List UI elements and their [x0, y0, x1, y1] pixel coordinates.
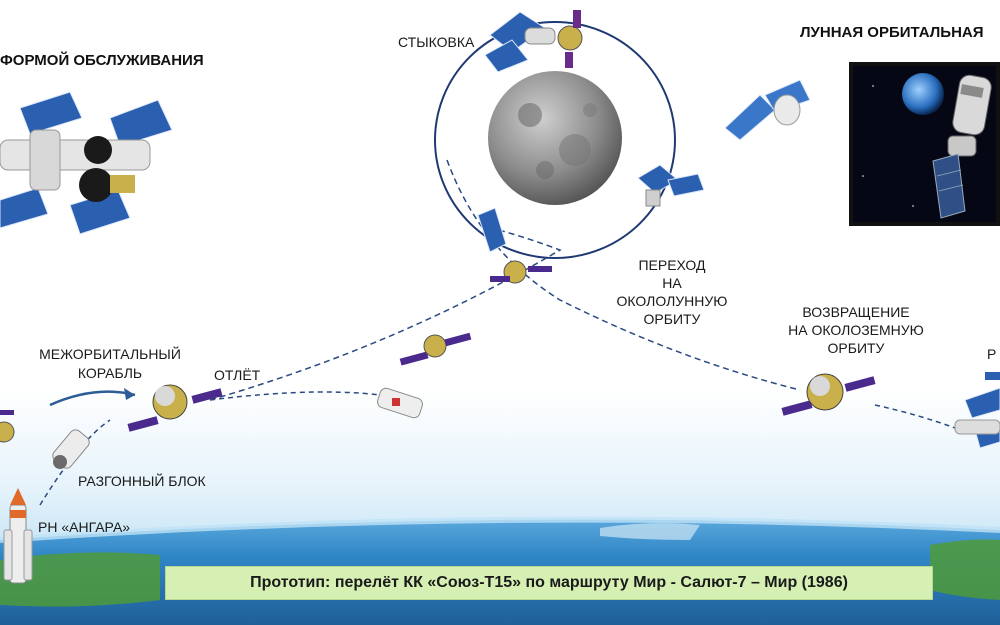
interorbital-line-2: КОРАБЛЬ: [77, 365, 143, 381]
separated-module: [377, 387, 423, 419]
interorbital-line-1: МЕЖОРБИТАЛЬНЫЙ: [39, 346, 181, 362]
service-platform-label: ФОРМОЙ ОБСЛУЖИВАНИЯ: [0, 52, 204, 69]
moon: [488, 71, 622, 205]
departure-trajectory: [209, 224, 562, 401]
angara-rocket-label: РН «АНГАРА»: [38, 519, 131, 535]
transfer-spacecraft: [477, 207, 552, 284]
docking-label: СТЫКОВКА: [398, 34, 475, 50]
interorbital-ship-mid: [399, 332, 472, 366]
lunar-station-photo: [849, 62, 1000, 226]
earth-orbit-station-partial: [954, 372, 1000, 449]
return-line-1: ВОЗВРАЩЕНИЕ: [802, 304, 910, 320]
return-trajectory: [446, 159, 801, 391]
transfer-line-3: ОКОЛОЛУННУЮ: [616, 293, 728, 309]
lunar-station-module: [724, 79, 811, 141]
interorbital-ship-departure: [127, 384, 223, 432]
interorbital-ship-return: [781, 373, 876, 416]
lunar-orbit: [434, 21, 676, 259]
angara-rocket: [3, 488, 33, 584]
return-line-3: ОРБИТУ: [827, 340, 885, 356]
transfer-line-2: НА: [662, 275, 682, 291]
return-line-2: НА ОКОЛОЗЕМНУЮ: [788, 322, 924, 338]
docking-spacecraft: [484, 10, 583, 73]
orbiting-spacecraft: [637, 164, 705, 207]
service-platform-station: [0, 91, 173, 235]
partial-right-label: Р: [987, 346, 997, 362]
transfer-line-4: ОРБИТУ: [643, 311, 701, 327]
lunar-station-label: ЛУННАЯ ОРБИТАЛЬНАЯ: [800, 24, 984, 41]
upper-stage-label: РАЗГОННЫЙ БЛОК: [78, 473, 206, 489]
upper-stage: [0, 410, 90, 469]
prototype-caption: Прототип: перелёт КК «Союз-Т15» по маршр…: [165, 566, 933, 600]
earth-globe: [902, 73, 944, 115]
earth-land: [0, 552, 160, 607]
departure-label: ОТЛЁТ: [214, 367, 261, 383]
transfer-line-1: ПЕРЕХОД: [638, 257, 706, 273]
